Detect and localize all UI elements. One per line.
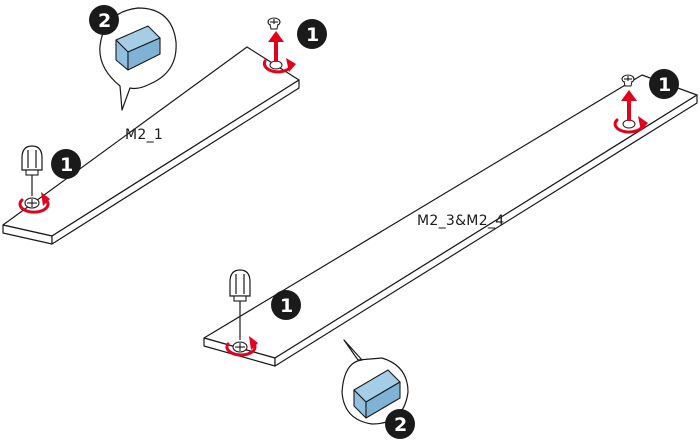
up-arrow-icon	[268, 31, 284, 62]
m2-1-slot-label: M2_1	[125, 127, 163, 143]
step-badge-1-left: 1	[51, 149, 81, 179]
step-badge-2-top: 2	[89, 5, 119, 35]
step-badge-1-right: 1	[649, 69, 679, 99]
svg-text:1: 1	[280, 295, 293, 317]
m2-3-4-slot-label: M2_3&M2_4	[417, 213, 504, 229]
svg-text:1: 1	[306, 24, 319, 46]
m2-3-4-right-screw-hole	[623, 120, 635, 128]
screwdriver-icon	[22, 146, 42, 196]
m2-1-right-screw-hole	[270, 61, 282, 69]
svg-text:1: 1	[60, 154, 73, 176]
svg-text:2: 2	[394, 414, 407, 436]
svg-text:1: 1	[658, 74, 671, 96]
step-badge-1-top-right: 1	[297, 19, 327, 49]
step-badge-2-bottom: 2	[385, 409, 415, 439]
step-badge-1-bottom: 1	[271, 290, 301, 320]
m2-1-left-screw	[25, 198, 39, 208]
svg-text:2: 2	[98, 10, 111, 32]
m2-3-4-left-screw	[233, 342, 247, 352]
screw-icon	[268, 18, 280, 29]
